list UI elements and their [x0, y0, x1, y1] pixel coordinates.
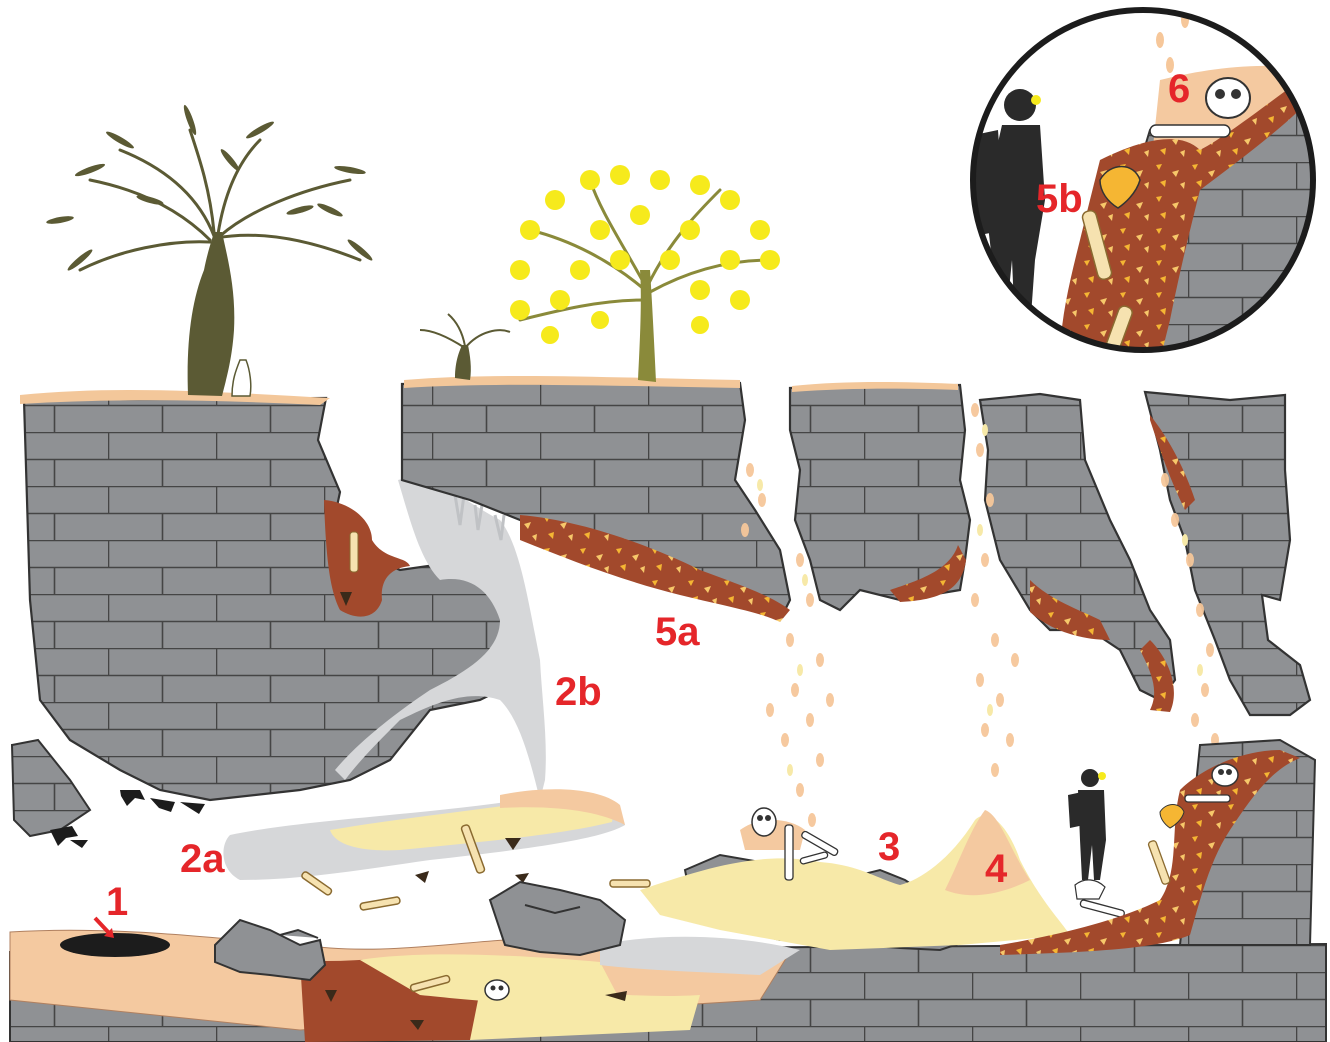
rock-column-a [790, 382, 970, 610]
skull-icon [1206, 78, 1250, 118]
label-2a: 2a [180, 837, 225, 881]
label-5a: 5a [655, 610, 700, 654]
label-2b: 2b [555, 670, 602, 714]
label-1: 1 [106, 880, 128, 924]
flowering-tree-icon [510, 165, 780, 382]
caver-figure-icon [1068, 769, 1106, 899]
headlamp-icon [1098, 772, 1106, 780]
skull-icon [485, 980, 509, 1000]
headlamp-icon [1031, 95, 1041, 105]
label-5b: 5b [1036, 177, 1083, 221]
baobab-tree-icon [46, 104, 374, 396]
label-4: 4 [985, 847, 1008, 891]
charcoal-lens [60, 933, 170, 957]
magnifier-circle-icon [950, 10, 1320, 366]
skull-icon [752, 808, 776, 836]
label-3: 3 [878, 825, 900, 869]
label-6: 6 [1168, 67, 1190, 111]
small-baobab-tree-icon [420, 314, 510, 380]
rock-column-b [980, 394, 1175, 712]
skull-icon [1212, 764, 1238, 786]
